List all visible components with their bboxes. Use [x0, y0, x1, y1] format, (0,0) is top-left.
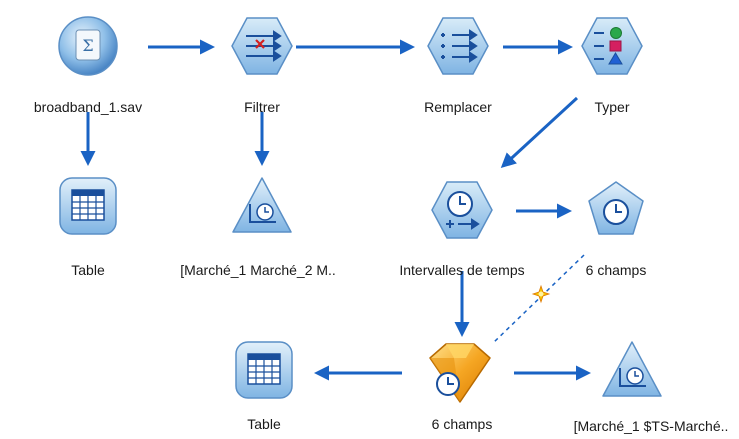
node-label-timeseries-nugget: 6 champs: [431, 416, 493, 432]
table-icon: [59, 177, 117, 235]
node-intervalles[interactable]: [430, 178, 494, 242]
node-table-2[interactable]: [232, 338, 296, 402]
node-label-broadband: broadband_1.sav: [33, 99, 143, 115]
node-label-timeplot-1: [Marché_1 Marché_2 M..: [180, 262, 336, 278]
model-nugget-dashed-link: [491, 254, 585, 345]
node-label-table-1: Table: [71, 262, 105, 278]
node-label-remplacer: Remplacer: [424, 99, 492, 115]
sparkle-icon: [531, 284, 551, 304]
node-label-timeseries-model: 6 champs: [585, 262, 647, 278]
reclassify-icon: [427, 17, 489, 75]
node-filtrer[interactable]: [230, 14, 294, 78]
node-label-filtrer: Filtrer: [244, 99, 280, 115]
node-table-1[interactable]: [56, 174, 120, 238]
node-broadband-source[interactable]: Σ: [56, 14, 120, 78]
node-timeseries-nugget[interactable]: [428, 340, 492, 404]
time-intervals-icon: [431, 181, 493, 239]
node-timeplot-2[interactable]: [600, 338, 664, 402]
node-label-typer: Typer: [594, 99, 630, 115]
time-series-nugget-icon: [429, 343, 491, 403]
type-icon: [581, 17, 643, 75]
time-plot-icon: [602, 341, 662, 397]
node-remplacer[interactable]: [426, 14, 490, 78]
node-label-table-2: Table: [247, 416, 281, 432]
database-source-icon: Σ: [58, 16, 118, 76]
node-timeseries-model[interactable]: [584, 178, 648, 242]
link-typer-intervalles[interactable]: [500, 96, 579, 169]
time-series-model-icon: [588, 181, 644, 235]
time-plot-icon: [232, 177, 292, 233]
table-icon: [235, 341, 293, 399]
node-typer[interactable]: [580, 14, 644, 78]
node-label-intervalles: Intervalles de temps: [399, 262, 525, 278]
filter-icon: [231, 17, 293, 75]
node-timeplot-1[interactable]: [230, 174, 294, 238]
node-label-timeplot-2: [Marché_1 $TS-Marché..: [573, 418, 729, 434]
svg-text:Σ: Σ: [82, 36, 93, 55]
